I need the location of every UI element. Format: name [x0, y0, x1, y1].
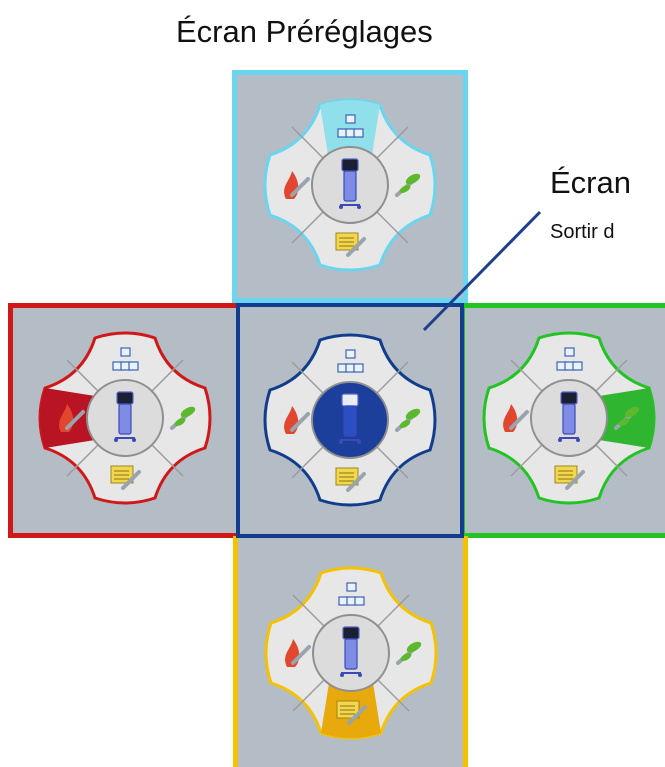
notes-wrench-icon: [110, 465, 141, 490]
menu-wheel-bottom: [264, 566, 438, 740]
ventilator-icon: [339, 158, 361, 209]
flame-wrench-icon: [284, 171, 310, 199]
blocks-icon: [338, 582, 365, 606]
leaf-wrench-icon: [395, 408, 421, 432]
callout-subtitle: Sortir d: [550, 221, 615, 243]
leaf-wrench-icon: [614, 406, 640, 430]
callout-title: Écran: [550, 165, 631, 200]
highlighted-segment: [320, 100, 380, 155]
flame-wrench-icon: [285, 639, 311, 667]
notes-wrench-icon: [554, 465, 585, 490]
blocks-icon: [112, 347, 139, 371]
preset-panel-top: [232, 70, 468, 303]
menu-wheel-right: [482, 331, 656, 505]
notes-wrench-icon: [335, 467, 366, 492]
blocks-icon: [337, 349, 364, 373]
preset-panel-right: [460, 303, 665, 538]
preset-panel-center-frame: [236, 303, 464, 538]
menu-wheel-top: [263, 98, 437, 272]
flame-wrench-icon: [59, 404, 85, 432]
ventilator-icon: [339, 393, 361, 444]
ventilator-icon: [114, 391, 136, 442]
flame-wrench-icon: [503, 404, 529, 432]
notes-wrench-icon: [336, 700, 367, 725]
screen-title: Écran Préréglages: [176, 14, 433, 49]
preset-panel-bottom: [233, 536, 468, 767]
blocks-icon: [337, 114, 364, 138]
menu-wheel-left: [38, 331, 212, 505]
ventilator-icon: [558, 391, 580, 442]
ventilator-icon: [340, 626, 362, 677]
preset-panel-center-background: [238, 305, 462, 536]
leaf-wrench-icon: [395, 173, 421, 197]
menu-wheel-center: [263, 333, 437, 507]
leaf-wrench-icon: [170, 406, 196, 430]
notes-wrench-icon: [335, 232, 366, 257]
leaf-wrench-icon: [396, 641, 422, 665]
blocks-icon: [556, 347, 583, 371]
flame-wrench-icon: [284, 406, 310, 434]
